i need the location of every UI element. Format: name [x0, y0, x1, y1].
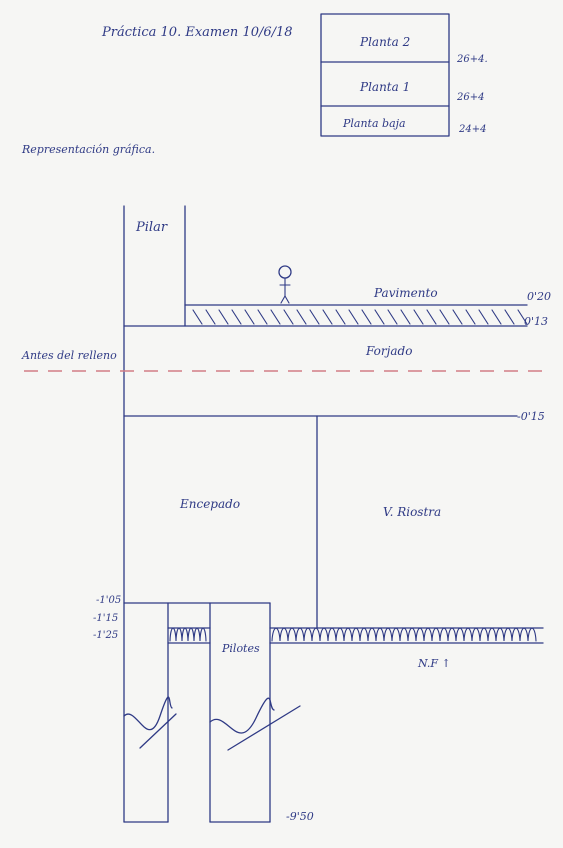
pavement-label: Pavimento	[373, 286, 438, 300]
level-label: -0'15	[517, 410, 545, 423]
hatch-stroke	[335, 309, 346, 325]
hatch-stroke	[205, 309, 216, 325]
hatch-stroke	[270, 309, 281, 325]
hatch-stroke	[218, 309, 229, 325]
level-label: 0'13	[524, 315, 548, 328]
beam-label: Forjado	[365, 344, 412, 358]
water-table-label: N.F ↑	[417, 657, 451, 670]
soil-coil	[169, 627, 207, 642]
hatch-stroke	[439, 309, 450, 325]
hatch-stroke	[361, 309, 372, 325]
hatch-stroke	[426, 309, 437, 325]
hatch-stroke	[283, 309, 294, 325]
hatch-stroke	[348, 309, 359, 325]
page-title: Práctica 10. Examen 10/6/18	[101, 25, 293, 40]
pillar-label: Pilar	[135, 220, 168, 235]
hatch-stroke	[413, 309, 424, 325]
hatch-stroke	[374, 309, 385, 325]
hatch-stroke	[322, 309, 333, 325]
floor-name: Planta 2	[359, 35, 410, 49]
level-label: -1'05	[96, 595, 121, 606]
soil-band	[167, 627, 544, 644]
hatch-stroke	[244, 309, 255, 325]
pavement-hatching	[192, 309, 528, 325]
hatch-stroke	[465, 309, 476, 325]
pile-break-symbol	[209, 697, 275, 734]
person-icon	[278, 265, 292, 304]
hatch-stroke	[400, 309, 411, 325]
hatch-stroke	[517, 309, 528, 325]
pile-break-symbol	[227, 705, 301, 751]
pile-cap-label: Encepado	[179, 497, 240, 511]
hatch-stroke	[231, 309, 242, 325]
pillar: Pilar	[123, 205, 186, 823]
hatch-stroke	[491, 309, 502, 325]
floor-table: Planta 2 Planta 1 Planta baja 26+4. 26+4…	[320, 13, 488, 137]
pile-break-symbol	[139, 713, 177, 749]
pile-cap: -0'15 Encepado V. Riostra	[123, 410, 545, 629]
page-subtitle: Representación gráfica.	[21, 143, 155, 156]
hatch-stroke	[387, 309, 398, 325]
hatch-stroke	[192, 309, 203, 325]
piles-label: Pilotes	[221, 642, 260, 655]
pavement: Pavimento 0'20 0'13	[123, 286, 551, 328]
tie-beam-label: V. Riostra	[383, 505, 441, 519]
level-label: -1'15	[93, 613, 118, 624]
level-label: -9'50	[286, 810, 314, 823]
level-label: -1'25	[93, 630, 118, 641]
hatch-stroke	[309, 309, 320, 325]
piles: Pilotes -9'50	[123, 602, 314, 823]
pile-break-symbol	[123, 696, 173, 731]
hatch-stroke	[296, 309, 307, 325]
hatch-stroke	[452, 309, 463, 325]
hatch-stroke	[478, 309, 489, 325]
floor-level: 26+4	[456, 92, 484, 103]
reference-line-label: Antes del relleno	[21, 349, 117, 362]
soil-coil	[271, 627, 537, 642]
level-label: 0'20	[527, 290, 551, 303]
hatch-stroke	[257, 309, 268, 325]
floor-name: Planta 1	[359, 80, 410, 94]
hatch-stroke	[504, 309, 515, 325]
floor-table-frame	[320, 13, 450, 137]
floor-name: Planta baja	[342, 117, 406, 130]
floor-level: 24+4	[458, 124, 486, 135]
floor-level: 26+4.	[456, 54, 488, 65]
